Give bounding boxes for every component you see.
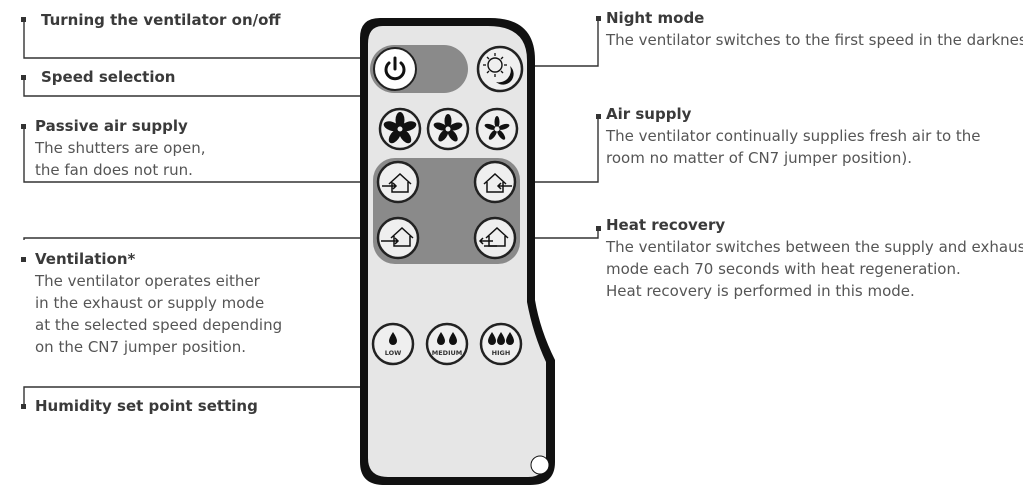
water-drop-icon [506, 332, 514, 345]
night-mode-icon [483, 53, 514, 85]
house-airflow-icon [382, 172, 412, 193]
label-passive: Passive air supply The shutters are open… [35, 115, 205, 181]
power-toggle[interactable] [370, 45, 468, 93]
night-mode-button[interactable] [476, 45, 524, 93]
power-icon [384, 56, 406, 81]
label-night-line: The ventilator switches to the first spe… [606, 31, 1023, 49]
humidity-medium-label: MEDIUM [432, 349, 462, 357]
label-heat-recovery-line: Heat recovery is performed in this mode. [606, 282, 915, 300]
label-power: Turning the ventilator on/off [41, 9, 281, 31]
label-humidity-title: Humidity set point setting [35, 397, 258, 415]
air-supply-button[interactable] [473, 160, 517, 204]
hanging-hole [530, 455, 550, 475]
label-ventilation-title: Ventilation* [35, 250, 136, 268]
humidity-medium-button[interactable]: MEDIUM [425, 322, 469, 366]
label-passive-title: Passive air supply [35, 117, 188, 135]
heat-recovery-button[interactable] [473, 216, 517, 260]
label-air-supply-title: Air supply [606, 105, 692, 123]
fan-speed-icon [433, 114, 463, 142]
speed-button-1[interactable] [475, 107, 519, 151]
fan-speed-icon [383, 112, 417, 144]
label-ventilation-line: in the exhaust or supply mode [35, 294, 265, 312]
house-airflow-icon [483, 172, 512, 193]
humidity-low-button[interactable]: LOW [371, 322, 415, 366]
label-speed-title: Speed selection [41, 68, 176, 86]
label-power-title: Turning the ventilator on/off [41, 11, 281, 29]
water-drop-icon [449, 332, 457, 345]
fan-speed-icon [484, 116, 510, 140]
humidity-high-label: HIGH [492, 349, 511, 357]
label-passive-line: The shutters are open, [35, 139, 206, 157]
passive-air-supply-button[interactable] [376, 160, 420, 204]
label-night-title: Night mode [606, 9, 705, 27]
label-night: Night mode The ventilator switches to th… [606, 7, 1023, 51]
humidity-high-button[interactable]: HIGH [479, 322, 523, 366]
label-air-supply-line: The ventilator continually supplies fres… [606, 127, 981, 145]
label-passive-line: the fan does not run. [35, 161, 193, 179]
label-heat-recovery: Heat recovery The ventilator switches be… [606, 214, 1023, 302]
water-drop-icon [437, 332, 445, 345]
house-airflow-icon [478, 226, 509, 247]
label-humidity: Humidity set point setting [35, 395, 258, 417]
speed-button-2[interactable] [426, 107, 470, 151]
label-ventilation-line: on the CN7 jumper position. [35, 338, 246, 356]
label-heat-recovery-title: Heat recovery [606, 216, 726, 234]
label-heat-recovery-line: mode each 70 seconds with heat regenerat… [606, 260, 961, 278]
water-drop-icon [497, 332, 505, 345]
label-ventilation: Ventilation* The ventilator operates eit… [35, 248, 282, 358]
label-heat-recovery-line: The ventilator switches between the supp… [606, 238, 1023, 256]
water-drop-icon [488, 332, 496, 345]
label-air-supply: Air supply The ventilator continually su… [606, 103, 981, 169]
callout-markers [21, 16, 601, 409]
label-air-supply-line: room no matter of CN7 jumper position). [606, 149, 912, 167]
label-ventilation-line: The ventilator operates either [35, 272, 260, 290]
humidity-low-label: LOW [385, 349, 402, 357]
speed-button-3[interactable] [378, 107, 422, 151]
ventilation-button[interactable] [376, 216, 420, 260]
water-drop-icon [389, 332, 397, 345]
label-speed: Speed selection [41, 66, 175, 88]
house-airflow-icon [381, 226, 414, 247]
label-ventilation-line: at the selected speed depending [35, 316, 283, 334]
callout-lines [23, 20, 599, 407]
